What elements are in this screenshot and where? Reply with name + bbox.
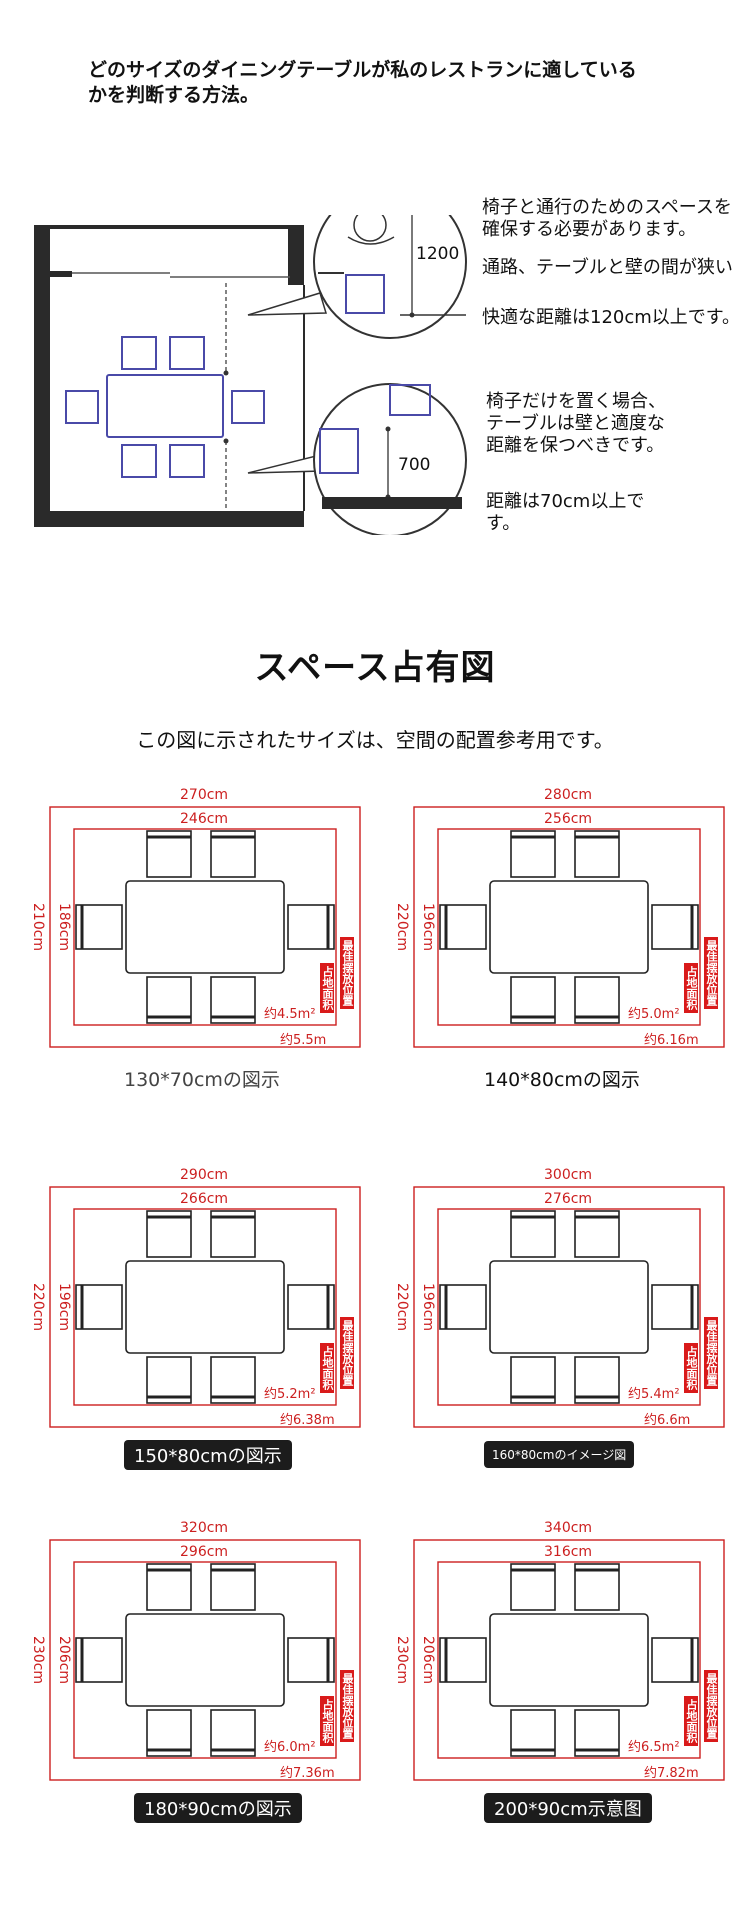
note-chair-only: 椅子だけを置く場合、テーブルは壁と適度な距離を保つべきです。 bbox=[486, 391, 666, 456]
space-diagram: 300cm 276cm 220cm 196cm 约5.4m² 约6.6m 占地面… bbox=[394, 1165, 728, 1445]
area-label: 约6.5m² bbox=[628, 1740, 680, 1755]
diagram-caption: 140*80cmの図示 bbox=[484, 1069, 640, 1091]
note-space-required: 椅子と通行のためのスペースを確保する必要があります。 bbox=[482, 197, 732, 240]
space-diagram-drawing bbox=[413, 806, 725, 1048]
total-label: 约7.82m bbox=[644, 1766, 699, 1781]
inner-width-label: 316cm bbox=[544, 1544, 593, 1560]
floor-plan-drawing bbox=[34, 185, 467, 537]
space-diagram-drawing bbox=[49, 1539, 361, 1781]
outer-width-label: 300cm bbox=[544, 1167, 593, 1183]
inner-height-label: 196cm bbox=[420, 903, 436, 952]
space-diagram-drawing bbox=[49, 1186, 361, 1428]
floor-plan-illustration: 1200 700 椅子と通行のためのスペースを確保する必要があります。 通路、テ… bbox=[0, 185, 750, 537]
occupied-area-badge: 占地面积 bbox=[320, 963, 334, 1013]
best-position-badge: 最佳摆放位置 bbox=[704, 1317, 718, 1389]
occupied-area-badge: 占地面积 bbox=[684, 1696, 698, 1746]
inner-height-label: 206cm bbox=[420, 1636, 436, 1685]
diagram-caption: 160*80cmのイメージ図 bbox=[484, 1441, 635, 1468]
space-diagram: 320cm 296cm 230cm 206cm 约6.0m² 约7.36m 占地… bbox=[30, 1518, 364, 1798]
inner-width-label: 246cm bbox=[180, 811, 229, 827]
outer-width-label: 340cm bbox=[544, 1520, 593, 1536]
occupied-area-badge: 占地面积 bbox=[320, 1696, 334, 1746]
best-position-badge: 最佳摆放位置 bbox=[704, 937, 718, 1009]
outer-width-label: 320cm bbox=[180, 1520, 229, 1536]
inner-width-label: 296cm bbox=[180, 1544, 229, 1560]
area-label: 约6.0m² bbox=[264, 1740, 316, 1755]
outer-height-label: 220cm bbox=[394, 903, 410, 952]
best-position-badge: 最佳摆放位置 bbox=[704, 1670, 718, 1742]
space-diagram: 280cm 256cm 220cm 196cm 约5.0m² 约6.16m 占地… bbox=[394, 785, 728, 1065]
page-title: どのサイズのダイニングテーブルが私のレストランに適しているかを判断する方法。 bbox=[88, 59, 637, 106]
inner-height-label: 196cm bbox=[56, 1283, 72, 1332]
best-position-badge: 最佳摆放位置 bbox=[340, 1317, 354, 1389]
outer-height-label: 230cm bbox=[30, 1636, 46, 1685]
area-label: 约5.4m² bbox=[628, 1387, 680, 1402]
note-min-distance: 距離は70cm以上です。 bbox=[486, 491, 645, 534]
inner-width-label: 266cm bbox=[180, 1191, 229, 1207]
area-label: 约5.2m² bbox=[264, 1387, 316, 1402]
inner-width-label: 256cm bbox=[544, 811, 593, 827]
space-diagram: 270cm 246cm 210cm 186cm 约4.5m² 约5.5m 占地面… bbox=[30, 785, 364, 1065]
inner-height-label: 196cm bbox=[420, 1283, 436, 1332]
diagram-caption: 150*80cmの図示 bbox=[124, 1440, 292, 1470]
total-label: 约6.6m bbox=[644, 1413, 691, 1428]
section-subtitle: この図に示されたサイズは、空間の配置参考用です。 bbox=[136, 728, 614, 752]
outer-height-label: 230cm bbox=[394, 1636, 410, 1685]
outer-width-label: 290cm bbox=[180, 1167, 229, 1183]
area-label: 约5.0m² bbox=[628, 1007, 680, 1022]
diagram-caption: 130*70cmの図示 bbox=[124, 1069, 280, 1091]
inner-height-label: 206cm bbox=[56, 1636, 72, 1685]
occupied-area-badge: 占地面积 bbox=[684, 1343, 698, 1393]
diagram-caption: 180*90cmの図示 bbox=[134, 1793, 302, 1823]
occupied-area-badge: 占地面积 bbox=[684, 963, 698, 1013]
space-diagram-drawing bbox=[413, 1539, 725, 1781]
occupied-area-badge: 占地面积 bbox=[320, 1343, 334, 1393]
outer-height-label: 210cm bbox=[30, 903, 46, 952]
total-label: 约6.38m bbox=[280, 1413, 335, 1428]
total-label: 约5.5m bbox=[280, 1033, 327, 1048]
outer-height-label: 220cm bbox=[394, 1283, 410, 1332]
dimension-label-upper: 1200 bbox=[416, 244, 460, 264]
outer-width-label: 280cm bbox=[544, 787, 593, 803]
note-comfortable-distance: 快適な距離は120cm以上です。 bbox=[482, 307, 740, 328]
dimension-label-lower: 700 bbox=[398, 455, 431, 475]
space-diagram: 340cm 316cm 230cm 206cm 约6.5m² 约7.82m 占地… bbox=[394, 1518, 728, 1798]
best-position-badge: 最佳摆放位置 bbox=[340, 1670, 354, 1742]
outer-height-label: 220cm bbox=[30, 1283, 46, 1332]
space-diagram-drawing bbox=[413, 1186, 725, 1428]
best-position-badge: 最佳摆放位置 bbox=[340, 937, 354, 1009]
area-label: 约4.5m² bbox=[264, 1007, 316, 1022]
total-label: 约6.16m bbox=[644, 1033, 699, 1048]
section-title: スペース占有図 bbox=[254, 648, 496, 688]
total-label: 约7.36m bbox=[280, 1766, 335, 1781]
diagram-caption: 200*90cm示意图 bbox=[484, 1793, 652, 1823]
outer-width-label: 270cm bbox=[180, 787, 229, 803]
inner-width-label: 276cm bbox=[544, 1191, 593, 1207]
space-diagram-drawing bbox=[49, 806, 361, 1048]
inner-height-label: 186cm bbox=[56, 903, 72, 952]
note-narrow-aisle: 通路、テーブルと壁の間が狭い bbox=[482, 257, 733, 278]
space-diagram: 290cm 266cm 220cm 196cm 约5.2m² 约6.38m 占地… bbox=[30, 1165, 364, 1445]
